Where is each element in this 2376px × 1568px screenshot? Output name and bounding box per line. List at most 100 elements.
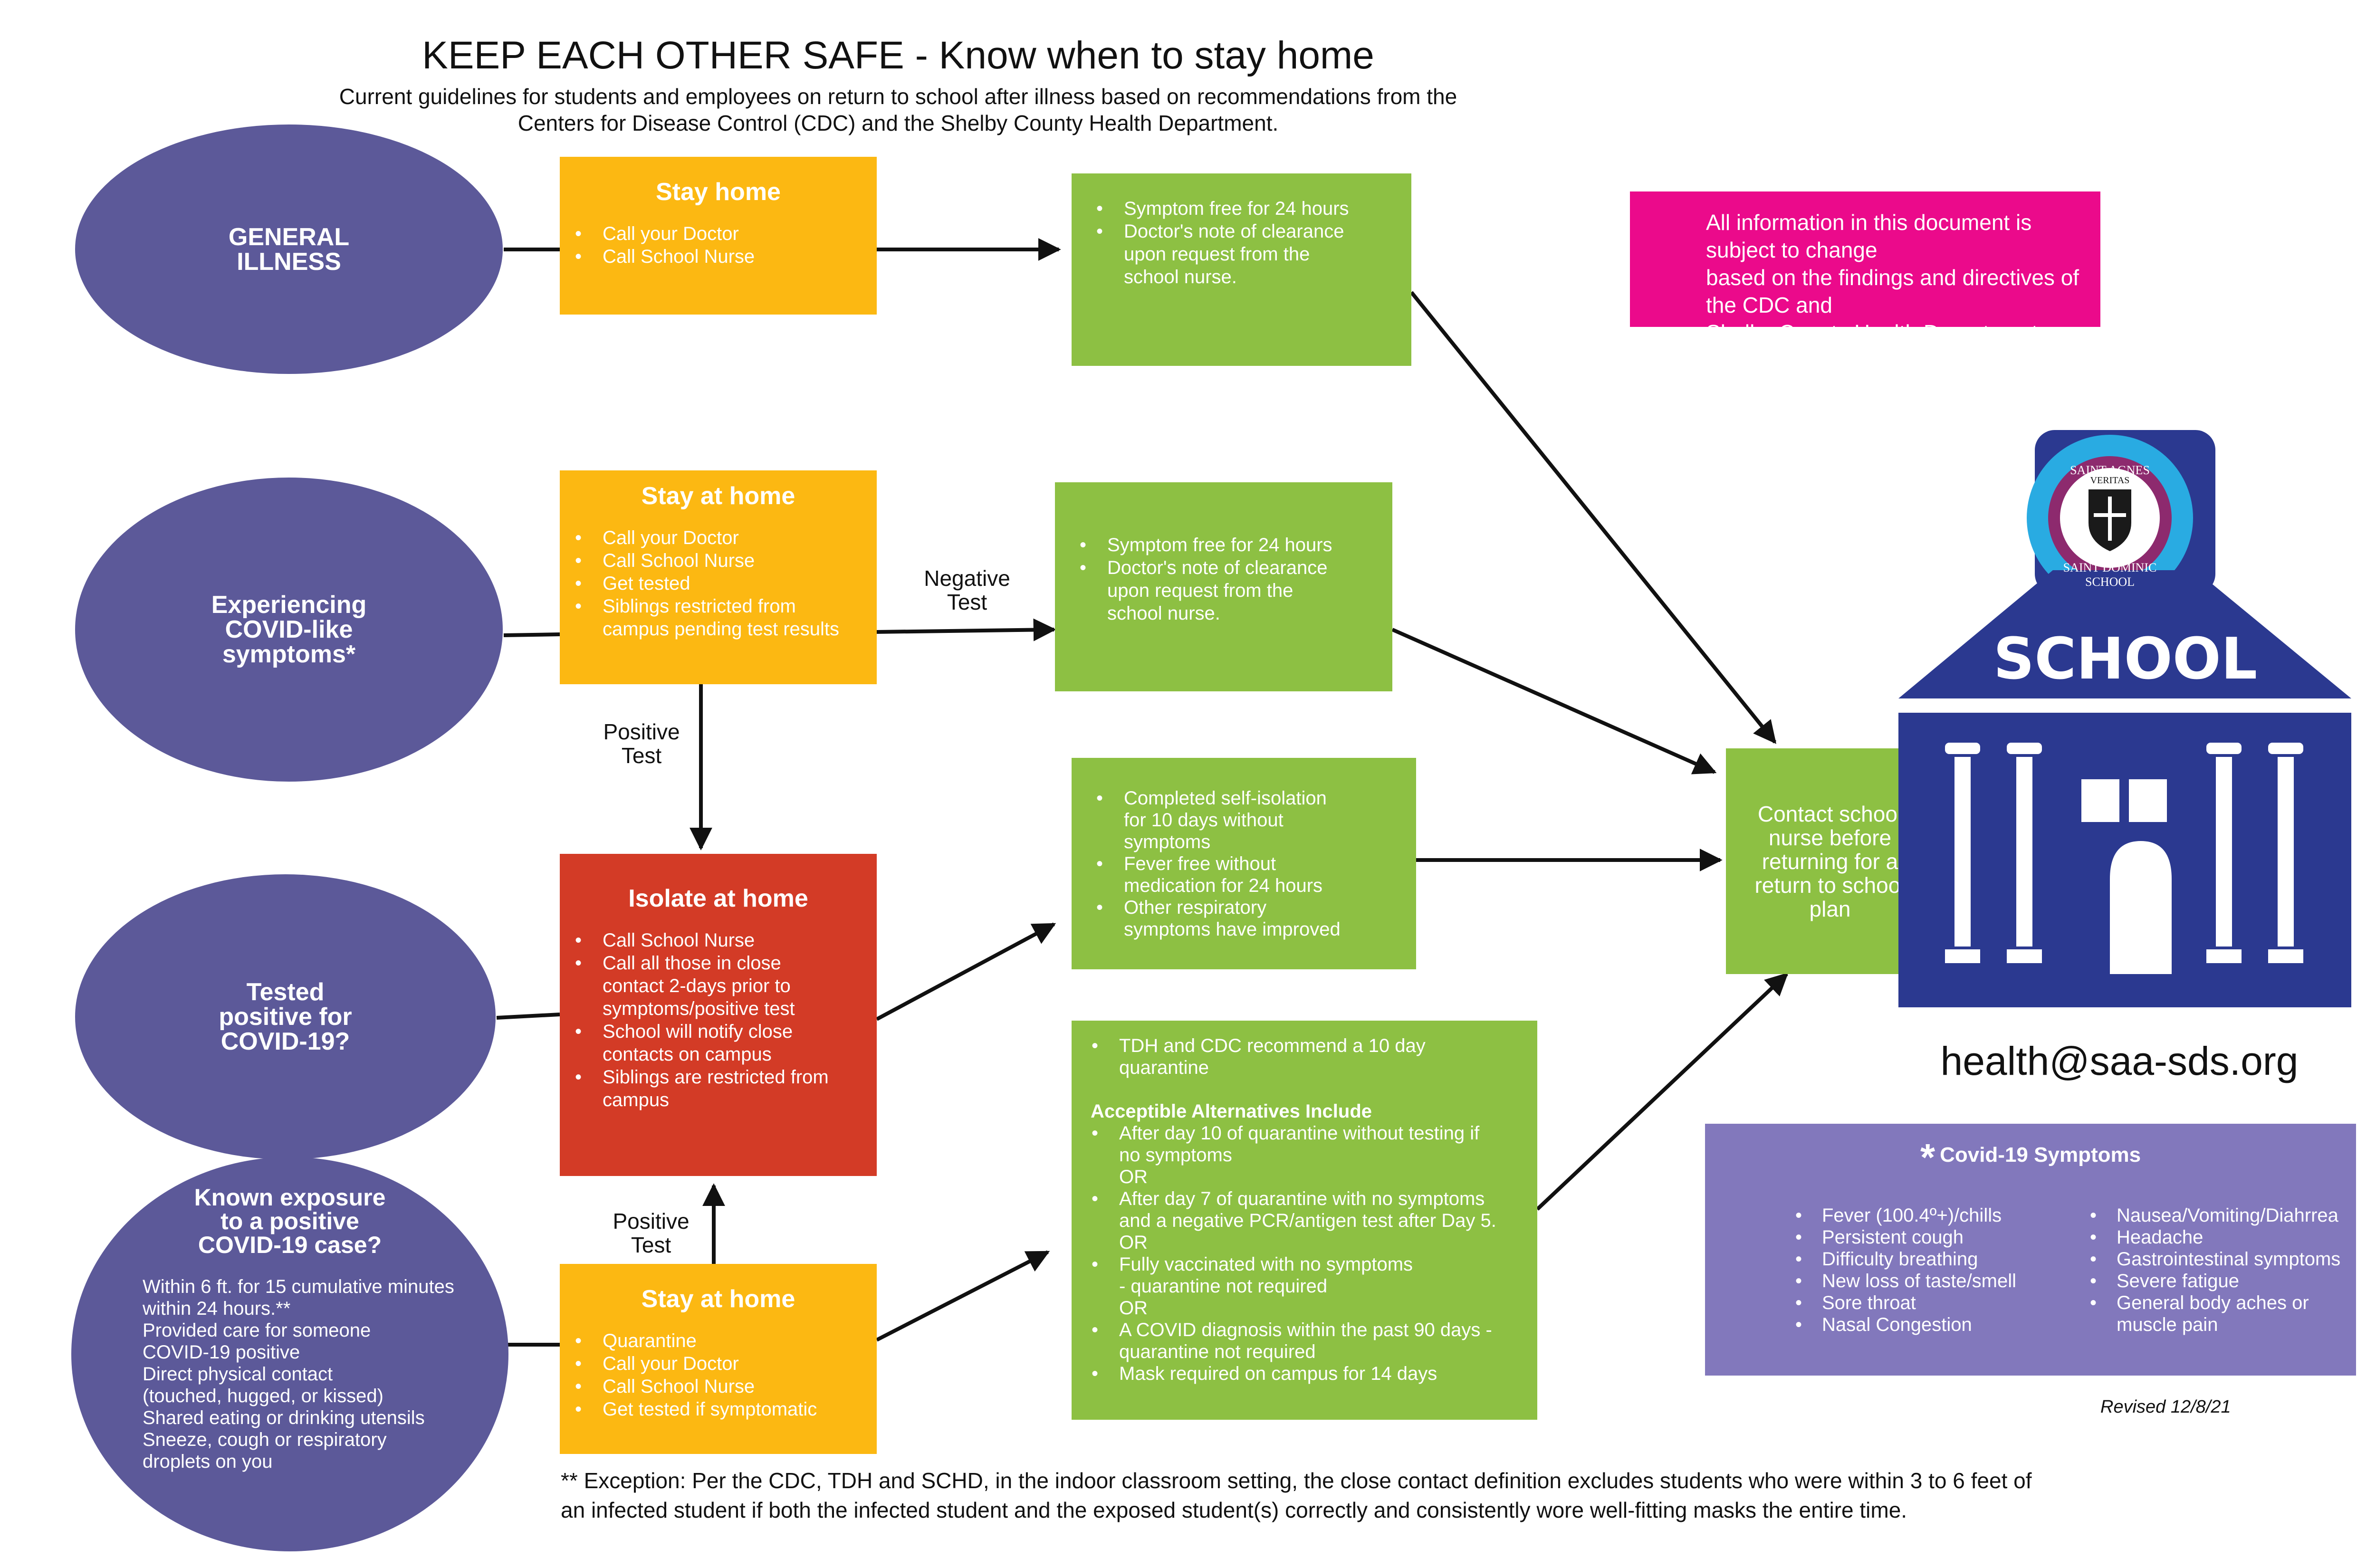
column-base	[2265, 947, 2306, 966]
door	[2110, 841, 2172, 974]
criteria-list: Completed self-isolation for 10 days wit…	[1095, 787, 1402, 940]
criteria-item: Doctor's note of clearance upon request …	[1080, 556, 1378, 625]
exposure-item: Direct physical contact (touched, hugged…	[143, 1364, 383, 1406]
symptom-item: New loss of taste/smell	[1795, 1270, 2016, 1292]
notice-banner: All information in this document is subj…	[1630, 191, 2100, 345]
arrow-isolate-to-criteria	[876, 922, 1056, 1021]
criteria-list: Symptom free for 24 hours Doctor's note …	[1095, 197, 1397, 288]
column-base	[2204, 947, 2244, 966]
seal-cross	[2094, 497, 2126, 541]
alternative-item: Fully vaccinated with no symptoms - quar…	[1092, 1253, 1523, 1319]
criteria-list: TDH and CDC recommend a 10 day quarantin…	[1091, 1035, 1523, 1079]
box-item: Get tested if symptomatic	[575, 1398, 862, 1421]
box-stay-home-general: Stay home Call your Doctor Call School N…	[560, 157, 877, 315]
seal-motto: VERITAS	[2090, 475, 2130, 486]
label-positive-test-down: Positive Test	[603, 719, 680, 768]
criteria-item: Completed self-isolation for 10 days wit…	[1096, 787, 1402, 853]
box-stay-home-exposure: Stay at home Quarantine Call your Doctor…	[560, 1264, 877, 1454]
exposure-list: Within 6 ft. for 15 cumulative minutes w…	[114, 1276, 494, 1472]
criteria-quarantine: TDH and CDC recommend a 10 day quarantin…	[1072, 1021, 1537, 1420]
arrow-negative-to-contact	[1391, 628, 1717, 774]
window	[2081, 779, 2119, 822]
criteria-negative-test: Symptom free for 24 hours Doctor's note …	[1055, 482, 1392, 691]
box-item: Call your Doctor	[575, 222, 862, 245]
box-item: Call your Doctor	[575, 1352, 862, 1375]
oval-covid-like-symptoms: Experiencing COVID-like symptoms*	[75, 478, 503, 782]
symptom-item: Headache	[2090, 1226, 2340, 1248]
connector-covid-to-stay-home	[503, 632, 560, 637]
symptom-item: General body aches or muscle pain	[2090, 1292, 2340, 1336]
alternative-item: After day 10 of quarantine without testi…	[1092, 1122, 1523, 1188]
covid-symptoms-box: *Covid-19 Symptoms Fever (100.4º+)/chill…	[1705, 1124, 2356, 1376]
box-item: Call School Nurse	[575, 929, 862, 952]
symptoms-list-col2: Nausea/Vomiting/Diahrrea Headache Gastro…	[2071, 1205, 2340, 1336]
column	[2013, 749, 2035, 952]
criteria-item: Fever free without medication for 24 hou…	[1096, 853, 1402, 897]
symptoms-title: *Covid-19 Symptoms	[1705, 1136, 2356, 1179]
symptom-item: Fever (100.4º+)/chills	[1795, 1205, 2016, 1226]
box-title: Isolate at home	[628, 885, 808, 912]
label-negative-test: Negative Test	[924, 566, 1010, 614]
building-band	[1898, 713, 2351, 727]
symptom-item: Nausea/Vomiting/Diahrrea	[2090, 1205, 2340, 1226]
column	[1952, 749, 1974, 952]
symptom-item: Nasal Congestion	[1795, 1314, 2016, 1336]
criteria-item: Doctor's note of clearance upon request …	[1096, 220, 1397, 288]
symptom-item: Difficulty breathing	[1795, 1248, 2016, 1270]
column-cap	[2004, 740, 2045, 757]
symptom-item: Persistent cough	[1795, 1226, 2016, 1248]
alternatives-heading: Acceptible Alternatives Include	[1091, 1101, 1372, 1122]
criteria-item: Other respiratory symptoms have improved	[1096, 897, 1402, 940]
page-subtitle: Current guidelines for students and empl…	[339, 84, 1457, 135]
box-isolate-at-home: Isolate at home Call School Nurse Call a…	[560, 854, 877, 1176]
box-item: Call School Nurse	[575, 245, 862, 268]
seal-top-text: SAINT AGNES ACADEMY	[2070, 463, 2150, 491]
box-item: Quarantine	[575, 1329, 862, 1352]
box-item: School will notify close contacts on cam…	[575, 1020, 862, 1066]
revised-date: Revised 12/8/21	[2100, 1397, 2231, 1417]
criteria-item: Symptom free for 24 hours	[1080, 534, 1378, 556]
column	[2275, 749, 2297, 952]
exposure-title: Known exposure to a positive COVID-19 ca…	[194, 1184, 386, 1258]
box-list: Call your Doctor Call School Nurse	[574, 222, 862, 268]
page-title: KEEP EACH OTHER SAFE - Know when to stay…	[422, 34, 1374, 77]
roof	[1898, 570, 2351, 698]
criteria-item: Symptom free for 24 hours	[1096, 197, 1397, 220]
column-cap	[1942, 740, 1983, 757]
arrow-negative-test	[876, 618, 1056, 641]
exposure-item: Within 6 ft. for 15 cumulative minutes w…	[143, 1276, 454, 1319]
box-item: Call School Nurse	[575, 1375, 862, 1398]
criteria-isolation: Completed self-isolation for 10 days wit…	[1072, 758, 1416, 969]
box-list: Call your Doctor Call School Nurse Get t…	[574, 526, 862, 641]
symptom-item: Gastrointestinal symptoms	[2090, 1248, 2340, 1270]
exception-footnote: ** Exception: Per the CDC, TDH and SCHD,…	[561, 1468, 2032, 1522]
symptom-item: Severe fatigue	[2090, 1270, 2340, 1292]
oval-tested-positive: Tested positive for COVID-19?	[75, 874, 496, 1159]
column-base	[1942, 947, 1983, 966]
box-title: Stay at home	[641, 482, 795, 510]
label-positive-test-up: Positive Test	[613, 1209, 690, 1257]
box-list: Quarantine Call your Doctor Call School …	[574, 1329, 862, 1421]
symptoms-star: *	[1920, 1136, 1935, 1178]
symptom-item: Sore throat	[1795, 1292, 2016, 1314]
criteria-item: TDH and CDC recommend a 10 day quarantin…	[1092, 1035, 1523, 1079]
window	[2129, 779, 2167, 822]
criteria-general-illness: Symptom free for 24 hours Doctor's note …	[1072, 173, 1411, 366]
box-item: Siblings restricted from campus pending …	[575, 595, 862, 641]
connector-positive-to-isolate	[496, 1013, 560, 1020]
symptoms-title-text: Covid-19 Symptoms	[1940, 1143, 2141, 1166]
box-item: Call your Doctor	[575, 526, 862, 549]
column	[2213, 749, 2235, 952]
oval-known-exposure: Known exposure to a positive COVID-19 ca…	[71, 1157, 508, 1551]
arrow-quarantine-to-criteria	[876, 1250, 1050, 1342]
arrow-general-to-contact	[1409, 291, 1777, 744]
health-email: health@saa-sds.org	[1940, 1039, 2299, 1083]
school-label: SCHOOL	[1993, 626, 2258, 692]
exposure-item: Provided care for someone COVID-19 posit…	[143, 1320, 371, 1363]
seal-bottom-text: SAINT DOMINIC SCHOOL	[2063, 561, 2157, 589]
box-title: Stay home	[656, 178, 781, 206]
criteria-list: Symptom free for 24 hours Doctor's note …	[1079, 534, 1378, 625]
column-cap	[2265, 740, 2306, 757]
